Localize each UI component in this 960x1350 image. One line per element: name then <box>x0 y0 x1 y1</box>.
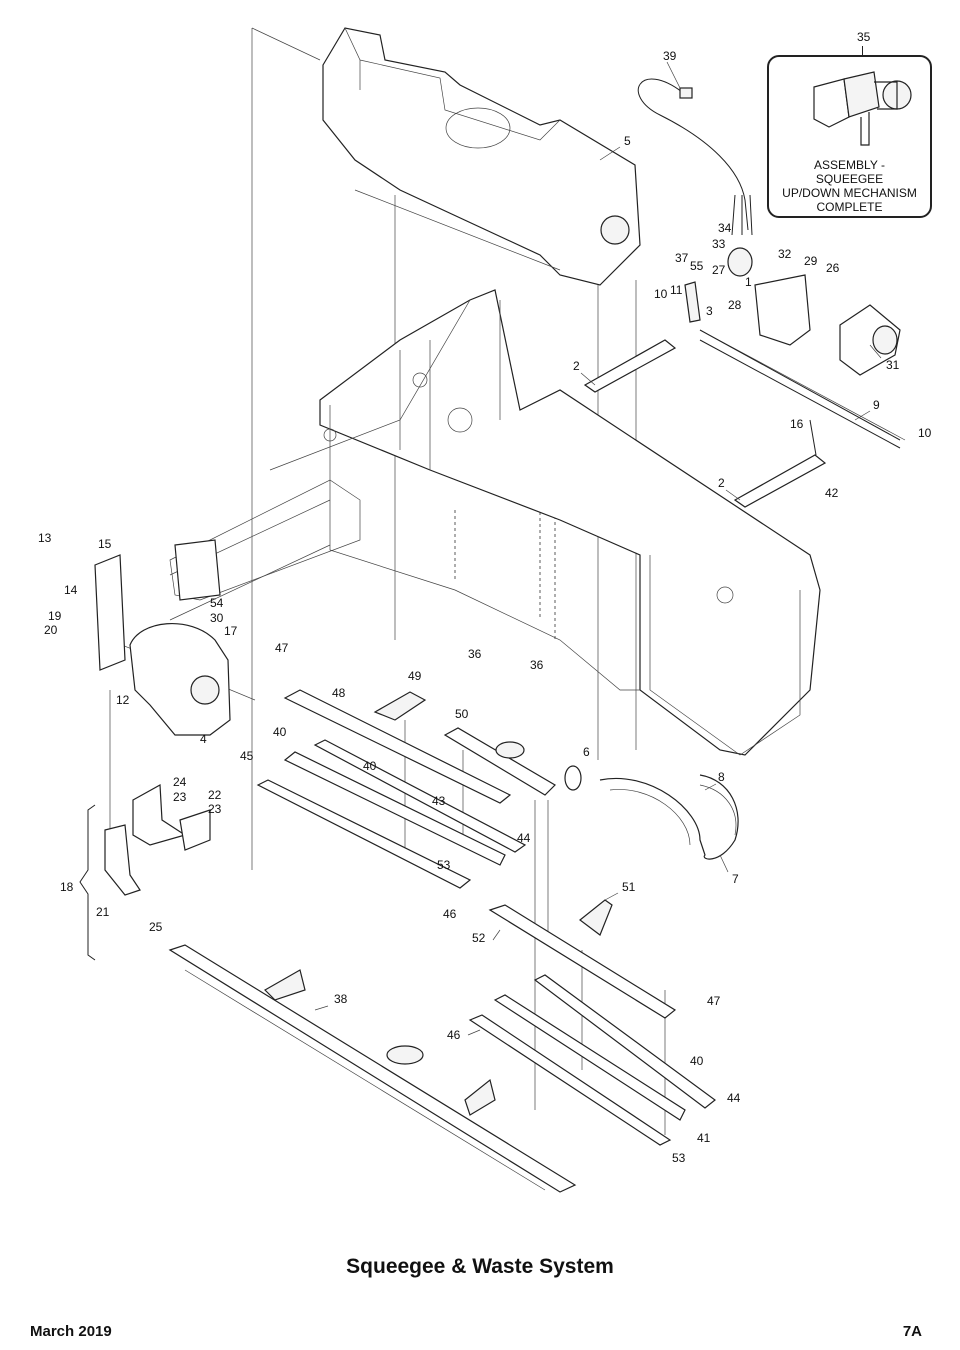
callout-26: 26 <box>826 261 840 275</box>
callout-7: 7 <box>732 872 739 886</box>
inset-line-4: COMPLETE <box>816 200 883 214</box>
callout-3: 3 <box>706 304 713 318</box>
callout-55: 55 <box>690 259 704 273</box>
callout-9: 9 <box>873 398 880 412</box>
callout-15: 15 <box>98 537 112 551</box>
diagram-caption: Squeegee & Waste System <box>346 1255 614 1278</box>
callout-44-lower: 44 <box>727 1091 741 1105</box>
callout-28: 28 <box>728 298 742 312</box>
callout-52: 52 <box>472 931 486 945</box>
callout-8: 8 <box>718 770 725 784</box>
inset-line-1: ASSEMBLY - <box>814 158 885 172</box>
callout-1: 1 <box>745 275 752 289</box>
callout-36-lower: 36 <box>530 658 544 672</box>
callout-48: 48 <box>332 686 346 700</box>
callout-53-upper: 53 <box>437 858 451 872</box>
callout-44-upper: 44 <box>517 831 531 845</box>
inset-line-3: UP/DOWN MECHANISM <box>782 186 917 200</box>
exploded-parts-diagram: 39 5 34 33 37 55 27 32 29 26 1 28 10 11 … <box>38 27 932 1193</box>
callout-37: 37 <box>675 251 689 265</box>
squeegee-lift-mechanism <box>684 247 901 449</box>
footer-page-number: 7A <box>902 1323 922 1340</box>
assembly-inset: ASSEMBLY - SQUEEGEE UP/DOWN MECHANISM CO… <box>767 55 932 218</box>
callout-35: 35 <box>857 30 871 44</box>
callout-40-upper: 40 <box>273 725 287 739</box>
wire-harness <box>638 78 753 236</box>
callout-34: 34 <box>718 221 732 235</box>
vacuum-motor <box>94 539 231 736</box>
callout-40-lower: 40 <box>690 1054 704 1068</box>
callout-21: 21 <box>96 905 110 919</box>
leader-lines <box>314 61 882 1036</box>
side-panel-group <box>79 784 211 961</box>
inset-illustration <box>813 71 912 146</box>
callout-6: 6 <box>583 745 590 759</box>
callout-38: 38 <box>334 992 348 1006</box>
callout-32: 32 <box>778 247 792 261</box>
callout-18: 18 <box>60 880 74 894</box>
callout-24: 24 <box>173 775 187 789</box>
callout-14: 14 <box>64 583 78 597</box>
recovery-hose <box>564 765 739 860</box>
callout-54: 54 <box>210 596 224 610</box>
inset-leader <box>862 46 863 56</box>
callout-25: 25 <box>149 920 163 934</box>
inset-line-2: SQUEEGEE <box>815 172 884 186</box>
callout-17: 17 <box>224 624 238 638</box>
callout-41: 41 <box>697 1131 711 1145</box>
callout-53-lower: 53 <box>672 1151 686 1165</box>
callout-2-upper: 2 <box>573 359 580 373</box>
callout-33: 33 <box>712 237 726 251</box>
callout-31: 31 <box>886 358 900 372</box>
callout-51: 51 <box>622 880 636 894</box>
callout-40-middle: 40 <box>363 759 377 773</box>
chassis-frame <box>169 289 821 756</box>
callout-45: 45 <box>240 749 254 763</box>
callout-5: 5 <box>624 134 631 148</box>
callout-27: 27 <box>712 263 726 277</box>
callout-20: 20 <box>44 623 58 637</box>
squeegee-front-assembly <box>256 689 556 889</box>
recovery-tank <box>322 27 641 286</box>
callout-36-upper: 36 <box>468 647 482 661</box>
callout-12: 12 <box>116 693 130 707</box>
callout-43: 43 <box>432 794 446 808</box>
callout-labels: 39 5 34 33 37 55 27 32 29 26 1 28 10 11 … <box>38 49 932 1165</box>
callout-49: 49 <box>408 669 422 683</box>
callout-23-right: 23 <box>208 802 222 816</box>
footer-date: March 2019 <box>30 1323 112 1340</box>
callout-19: 19 <box>48 609 62 623</box>
callout-10-upper: 10 <box>654 287 668 301</box>
callout-16: 16 <box>790 417 804 431</box>
callout-47-upper: 47 <box>275 641 289 655</box>
callout-30: 30 <box>210 611 224 625</box>
callout-10-right: 10 <box>918 426 932 440</box>
callout-29: 29 <box>804 254 818 268</box>
squeegee-rear-assembly <box>168 899 716 1193</box>
callout-39: 39 <box>663 49 677 63</box>
callout-4: 4 <box>200 732 207 746</box>
callout-11: 11 <box>670 283 683 297</box>
callout-47-lower: 47 <box>707 994 721 1008</box>
callout-46-lower: 46 <box>447 1028 461 1042</box>
callout-46-upper: 46 <box>443 907 457 921</box>
callout-2-lower: 2 <box>718 476 725 490</box>
pivot-arms <box>583 339 827 508</box>
callout-50: 50 <box>455 707 469 721</box>
callout-23-left: 23 <box>173 790 187 804</box>
callout-42: 42 <box>825 486 839 500</box>
callout-13: 13 <box>38 531 52 545</box>
callout-22: 22 <box>208 788 222 802</box>
inset-caption: ASSEMBLY - SQUEEGEE UP/DOWN MECHANISM CO… <box>769 158 930 214</box>
